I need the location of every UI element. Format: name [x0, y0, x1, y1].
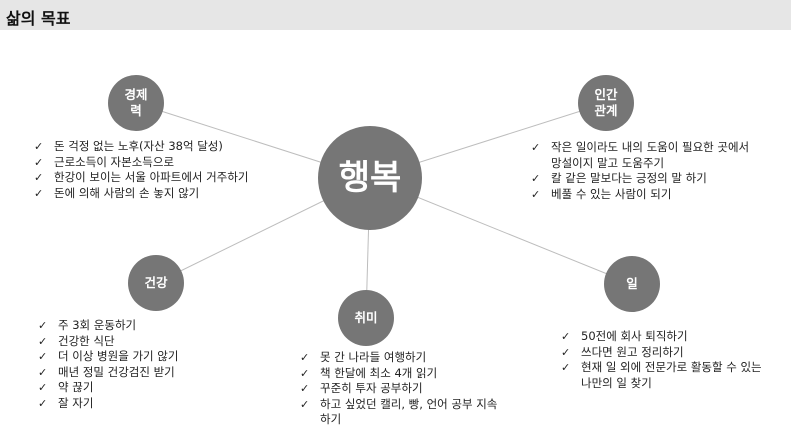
- check-icon: ✓: [34, 155, 44, 169]
- check-icon: ✓: [300, 397, 310, 411]
- hobby-list: ✓ 못 간 나라들 여행하기 ✓ 책 한달에 최소 4개 읽기 ✓ 꾸준히 투자 공부하기…: [300, 350, 500, 428]
- work-node: 일: [626, 276, 638, 292]
- list-item: ✓ 꾸준히 투자 공부하기: [300, 381, 500, 397]
- list-item: ✓ 현재 일 외에 전문가로 활동할 수 있는 나만의 일 찾기: [561, 360, 771, 391]
- list-item-text: 50전에 회사 퇴직하기: [581, 329, 688, 343]
- list-item: ✓ 약 끊기: [38, 380, 238, 396]
- list-item: ✓ 책 한달에 최소 4개 읽기: [300, 366, 500, 382]
- check-icon: ✓: [561, 361, 571, 374]
- list-item: ✓ 쓰다면 원고 정리하기: [561, 345, 771, 361]
- center-circle: [318, 126, 422, 230]
- list-item: ✓ 근로소득이 자본소득으로: [34, 155, 264, 171]
- economy-circle: [108, 75, 164, 131]
- list-item-text: 더 이상 병원을 가기 않기: [58, 349, 179, 363]
- list-item-text: 꾸준히 투자 공부하기: [320, 381, 423, 395]
- list-item: ✓ 50전에 회사 퇴직하기: [561, 329, 771, 345]
- check-icon: ✓: [38, 319, 48, 332]
- list-item: ✓ 매년 정밀 건강검진 받기: [38, 365, 238, 381]
- check-icon: ✓: [38, 365, 48, 379]
- health-list: ✓ 주 3회 운동하기 ✓ 건강한 식단 ✓ 더 이상 병원을 가기 않기 ✓ 매년 정밀 건…: [38, 318, 238, 411]
- check-icon: ✓: [34, 186, 44, 200]
- relations-list: ✓ 작은 일이라도 내의 도움이 필요한 곳에서 망설이지 말고 도움주기 ✓ 칼 같…: [531, 140, 751, 202]
- list-item-text: 현재 일 외에 전문가로 활동할 수 있는 나만의 일 찾기: [581, 360, 762, 390]
- list-item-text: 돈에 의해 사람의 손 놓지 않기: [54, 185, 200, 200]
- list-item-text: 작은 일이라도 내의 도움이 필요한 곳에서 망설이지 말고 도움주기: [551, 140, 750, 170]
- check-icon: ✓: [531, 187, 541, 201]
- check-icon: ✓: [300, 366, 310, 380]
- list-item: ✓ 잘 자기: [38, 396, 238, 412]
- check-icon: ✓: [38, 334, 48, 348]
- list-item-text: 근로소득이 자본소득으로: [54, 154, 175, 169]
- list-item-text: 주 3회 운동하기: [58, 318, 137, 332]
- list-item-text: 건강한 식단: [58, 333, 115, 348]
- check-icon: ✓: [300, 382, 310, 395]
- list-item: ✓ 더 이상 병원을 가기 않기: [38, 349, 238, 365]
- check-icon: ✓: [531, 172, 541, 185]
- check-icon: ✓: [38, 381, 48, 394]
- list-item-text: 쓰다면 원고 정리하기: [581, 344, 684, 359]
- list-item-text: 약 끊기: [58, 380, 94, 394]
- list-item: ✓ 못 간 나라들 여행하기: [300, 350, 500, 366]
- health-node: 건강: [144, 275, 168, 291]
- list-item: ✓ 한강이 보이는 서울 아파트에서 거주하기: [34, 170, 264, 186]
- list-item: ✓ 작은 일이라도 내의 도움이 필요한 곳에서 망설이지 말고 도움주기: [531, 140, 751, 171]
- list-item-text: 잘 자기: [58, 395, 94, 410]
- list-item-text: 못 간 나라들 여행하기: [320, 350, 427, 364]
- list-item: ✓ 칼 같은 말보다는 긍정의 말 하기: [531, 171, 751, 187]
- hobby-node: 취미: [354, 310, 378, 326]
- work-circle: [604, 256, 660, 312]
- check-icon: ✓: [561, 330, 571, 343]
- list-item-text: 베풀 수 있는 사람이 되기: [551, 186, 672, 201]
- check-icon: ✓: [38, 396, 48, 410]
- check-icon: ✓: [34, 140, 44, 153]
- list-item-text: 하고 싶었던 캘리, 빵, 언어 공부 지속하기: [320, 396, 498, 427]
- relations-circle: [578, 75, 634, 131]
- hobby-circle: [338, 290, 394, 346]
- economy-list: ✓ 돈 걱정 없는 노후(자산 38억 달성) ✓ 근로소득이 자본소득으로 ✓ 한강이 …: [34, 139, 264, 201]
- list-item: ✓ 돈 걱정 없는 노후(자산 38억 달성): [34, 139, 264, 155]
- list-item-text: 매년 정밀 건강검진 받기: [58, 364, 175, 379]
- relations-node: 인간 관계: [594, 87, 618, 118]
- list-item-text: 칼 같은 말보다는 긍정의 말 하기: [551, 171, 707, 185]
- list-item: ✓ 건강한 식단: [38, 334, 238, 350]
- center-node: 행복: [338, 157, 402, 198]
- list-item: ✓ 하고 싶었던 캘리, 빵, 언어 공부 지속하기: [300, 397, 500, 428]
- list-item-text: 책 한달에 최소 4개 읽기: [320, 365, 438, 380]
- check-icon: ✓: [561, 345, 571, 359]
- list-item: ✓ 주 3회 운동하기: [38, 318, 238, 334]
- check-icon: ✓: [300, 351, 310, 364]
- list-item: ✓ 베풀 수 있는 사람이 되기: [531, 187, 751, 203]
- work-list: ✓ 50전에 회사 퇴직하기 ✓ 쓰다면 원고 정리하기 ✓ 현재 일 외에 전문가로 활…: [561, 329, 771, 391]
- page-title: 삶의 목표: [6, 9, 71, 28]
- list-item-text: 돈 걱정 없는 노후(자산 38억 달성): [54, 139, 223, 153]
- economy-node: 경제 력: [124, 87, 148, 118]
- list-item: ✓ 돈에 의해 사람의 손 놓지 않기: [34, 186, 264, 202]
- check-icon: ✓: [34, 171, 44, 184]
- check-icon: ✓: [531, 141, 541, 154]
- title-bar: 삶의 목표: [0, 0, 791, 30]
- check-icon: ✓: [38, 350, 48, 363]
- list-item-text: 한강이 보이는 서울 아파트에서 거주하기: [54, 170, 249, 184]
- health-circle: [128, 255, 184, 311]
